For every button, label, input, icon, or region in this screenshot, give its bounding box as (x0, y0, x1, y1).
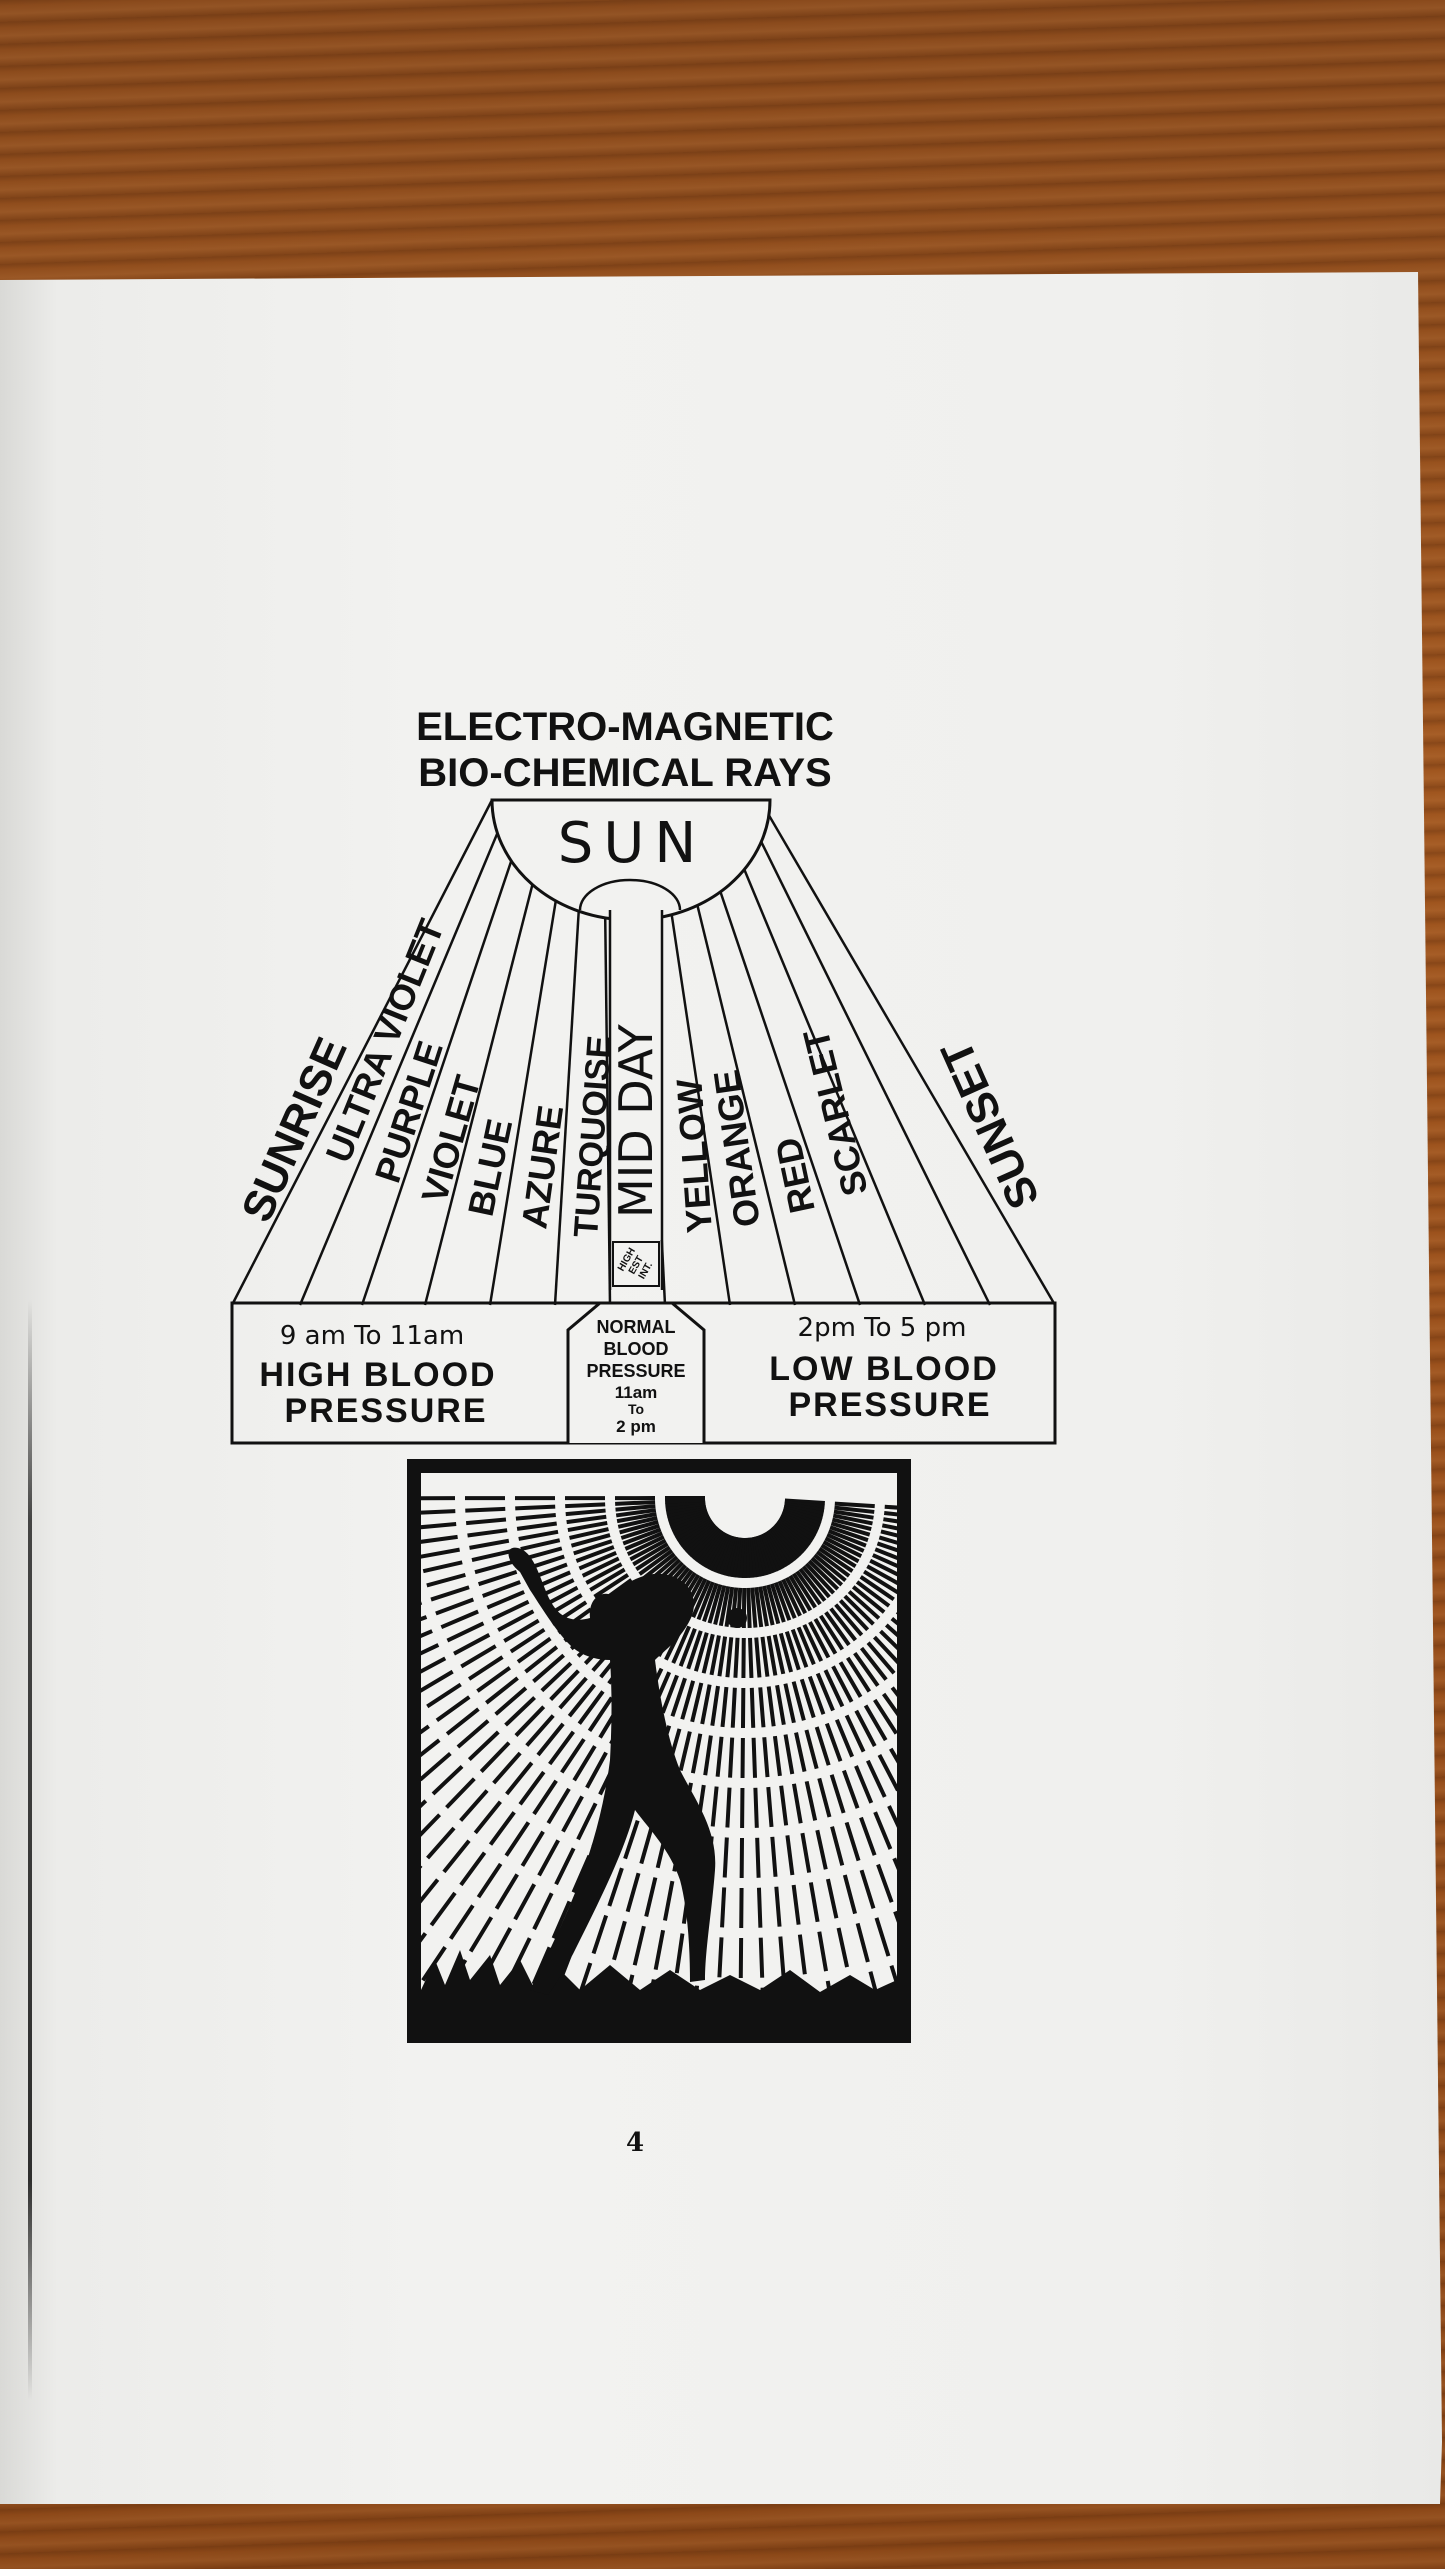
svg-text:11am: 11am (615, 1383, 658, 1402)
woodcut-ray-line (749, 1537, 838, 2029)
woodcut-ray-line (421, 1526, 721, 1869)
diagram-title-line2: BIO-CHEMICAL RAYS (418, 751, 831, 795)
left-box-line2: PRESSURE (284, 1392, 487, 1430)
woodcut-ray-line (666, 1537, 742, 2029)
right-box-line2: PRESSURE (788, 1386, 991, 1424)
svg-text:To: To (628, 1401, 644, 1417)
woodcut-sun (716, 1473, 774, 1527)
woodcut-ray-line (421, 1496, 706, 1501)
woodcut-ray-line (738, 1537, 747, 2029)
sun-label: SUN (558, 811, 706, 876)
woodcut-ray-line (452, 1532, 728, 2029)
woodcut-ray-line (642, 1536, 740, 2029)
woodcut-ray-line (421, 1530, 725, 1987)
ray-label-mid-day: MID DAY (609, 1023, 663, 1218)
page-number: 4 (625, 2128, 645, 2158)
base-boxes (230, 1301, 1057, 1445)
diagram-title-line1: ELECTRO-MAGNETIC (416, 705, 834, 749)
woodcut-ray-line (483, 1533, 730, 2029)
woodcut-ray-line (421, 1531, 727, 2029)
woodcut-ray-line (714, 1537, 745, 2029)
right-box-line1: LOW BLOOD (769, 1350, 999, 1388)
woodcut-ray-line (755, 1535, 897, 1991)
left-box-line1: HIGH BLOOD (259, 1356, 496, 1394)
woodcut-ray-line (511, 1533, 731, 2029)
woodcut-ray-line (421, 1529, 723, 1943)
woodcut-ray-line (617, 1536, 738, 2029)
svg-text:PRESSURE: PRESSURE (586, 1361, 685, 1381)
woodcut-ray-line (746, 1537, 790, 2029)
highest-intensity-box (612, 1241, 660, 1287)
woodcut-ray-line (592, 1535, 737, 2029)
woodcut-ray-line (751, 1536, 863, 2029)
woodcut-sun-figure-illustration (407, 1459, 911, 2043)
left-box-time: 9 am To 11am (280, 1321, 464, 1351)
svg-text:2 pm: 2 pm (616, 1417, 656, 1436)
right-box-time: 2pm To 5 pm (798, 1313, 967, 1343)
ray-label-red: RED (767, 1134, 823, 1217)
midday-column (610, 910, 662, 1240)
woodcut-ray-line (744, 1537, 767, 2029)
woodcut-ray-line (753, 1536, 888, 2029)
ray-label-azure: AZURE (513, 1103, 571, 1231)
woodcut-ray-line (421, 1527, 722, 1904)
inner-sun-arc (578, 878, 682, 911)
center-box-text: NORMAL BLOOD PRESSURE 11am To 2 pm (586, 1317, 685, 1436)
svg-text:NORMAL: NORMAL (597, 1317, 676, 1337)
page-binding-edge (28, 1300, 32, 2400)
svg-text:BLOOD: BLOOD (604, 1339, 669, 1359)
woodcut-ray-line (566, 1535, 735, 2029)
woodcut-ray-line (748, 1537, 814, 2029)
book-page (0, 272, 1442, 2504)
